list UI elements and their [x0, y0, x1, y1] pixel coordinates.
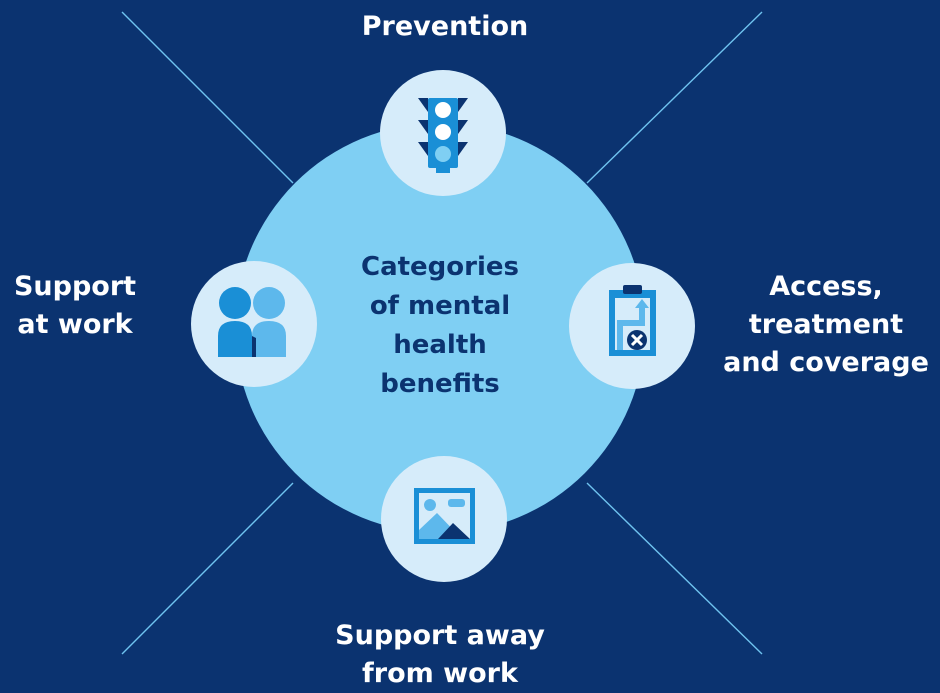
center-title: Categories of mental health benefits	[325, 248, 555, 404]
away-node	[381, 456, 507, 582]
center-title-line-2: of mental	[369, 291, 511, 321]
traffic-light-icon	[418, 98, 468, 173]
prevention-label: Prevention	[340, 8, 550, 46]
center-title-line-4: benefits	[380, 369, 500, 399]
people-icon	[218, 287, 286, 357]
center-title-line-1: Categories	[360, 252, 519, 282]
prevention-node	[380, 70, 506, 196]
diagonal-lines	[121, 11, 763, 655]
landscape-image-icon	[414, 488, 475, 544]
work-label: Support at work	[0, 268, 150, 344]
access-label-line-3: and coverage	[723, 347, 929, 378]
diagonal-line-top-right	[586, 11, 763, 184]
clipboard-icon	[609, 285, 656, 356]
work-icon-circle	[191, 261, 317, 387]
prevention-label-line-1: Prevention	[361, 11, 529, 42]
work-node	[191, 261, 317, 387]
diagonal-line-bottom-left	[121, 482, 294, 655]
work-label-line-1: Support	[13, 271, 137, 302]
center-title-line-3: health	[393, 330, 487, 360]
access-node	[569, 263, 695, 389]
away-label-line-2: from work	[362, 658, 518, 689]
work-label-line-2: at work	[17, 309, 133, 340]
diagonal-line-bottom-right	[586, 482, 763, 655]
away-label: Support away from work	[300, 617, 580, 693]
access-label-line-2: treatment	[748, 309, 904, 340]
access-label-line-1: Access,	[769, 271, 883, 302]
center-circle	[235, 123, 645, 533]
diagonal-line-top-left	[121, 11, 294, 184]
access-label: Access, treatment and coverage	[712, 268, 940, 382]
away-label-line-1: Support away	[335, 620, 545, 651]
